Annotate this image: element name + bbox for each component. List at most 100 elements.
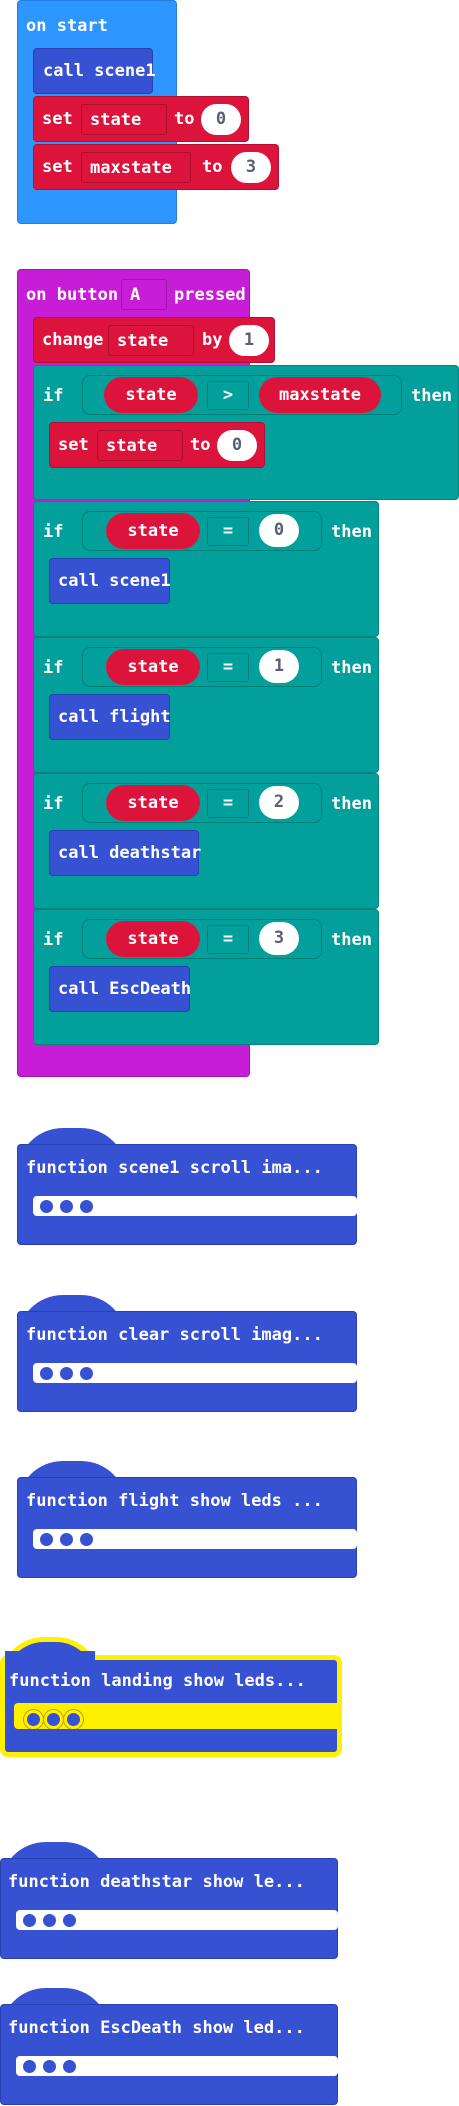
maxstate-value-input[interactable]: 3 [231, 152, 271, 183]
maxstate-variable-reporter[interactable]: maxstate [259, 377, 381, 413]
compare-value-input[interactable]: 1 [259, 650, 299, 683]
set-state-block[interactable]: set state to 0 [33, 96, 249, 142]
ellipsis-dot-icon [40, 1532, 53, 1546]
state-initial-value-input[interactable]: 0 [201, 104, 241, 135]
if-keyword: if [43, 794, 64, 814]
state-reset-value-input[interactable]: 0 [217, 430, 257, 461]
ellipsis-dot-icon [40, 1366, 53, 1380]
collapsed-body-expander[interactable] [16, 2056, 338, 2076]
function-definition-landing[interactable]: function landing show leds... [0, 1637, 342, 1757]
if-body-slot [34, 695, 50, 743]
compare-value-input[interactable]: 2 [259, 786, 299, 819]
ellipsis-dot-icon [63, 2059, 76, 2073]
ellipsis-dot-icon [80, 1532, 93, 1546]
ellipsis-dot-icon [63, 1913, 76, 1927]
set-keyword: set [58, 435, 89, 455]
ellipsis-dot-icon [43, 2059, 56, 2073]
if-block-max-check[interactable]: if state > maxstate then [33, 365, 459, 500]
if-body-slot [34, 967, 50, 1015]
ellipsis-dot-icon [23, 2059, 36, 2073]
equals-operator[interactable]: = [207, 517, 249, 546]
on-button-prefix: on button [26, 285, 119, 305]
equals-operator[interactable]: = [207, 789, 249, 818]
compare-value-input[interactable]: 3 [259, 922, 299, 955]
to-keyword: to [202, 157, 223, 177]
collapsed-body-expander[interactable] [14, 1703, 342, 1729]
ellipsis-dot-icon [43, 1913, 56, 1927]
if-body-slot [34, 423, 50, 471]
function-definition-escdeath[interactable]: function EscDeath show led... [0, 1988, 338, 2105]
if-keyword: if [43, 522, 64, 542]
maxstate-variable-dropdown[interactable]: maxstate [81, 152, 191, 183]
state-variable-reporter[interactable]: state [106, 513, 200, 549]
call-flight-block[interactable]: call flight [49, 694, 171, 740]
if-keyword: if [43, 386, 64, 406]
collapsed-body-expander[interactable] [33, 1529, 357, 1549]
then-keyword: then [411, 386, 452, 406]
set-maxstate-block[interactable]: set maxstate to 3 [33, 144, 279, 190]
function-label: function landing show leds... [9, 1671, 306, 1691]
call-scene1-block[interactable]: call scene1 [49, 558, 171, 604]
change-variable-dropdown[interactable]: state [108, 325, 194, 356]
to-keyword: to [174, 109, 195, 129]
function-definition-flight[interactable]: function flight show leds ... [17, 1461, 357, 1578]
function-block-body [17, 1477, 357, 1578]
function-definition-clear[interactable]: function clear scroll imag... [17, 1295, 357, 1412]
collapsed-body-expander[interactable] [33, 1363, 357, 1383]
if-keyword: if [43, 930, 64, 950]
greater-than-operator[interactable]: > [207, 381, 249, 410]
ellipsis-dot-icon [24, 1709, 43, 1729]
then-keyword: then [331, 658, 372, 678]
function-label: function flight show leds ... [26, 1491, 323, 1511]
ellipsis-dot-icon [40, 1199, 53, 1213]
set-keyword: set [42, 109, 73, 129]
if-keyword: if [43, 658, 64, 678]
by-keyword: by [202, 330, 223, 350]
then-keyword: then [331, 930, 372, 950]
state-variable-dropdown[interactable]: state [97, 430, 183, 461]
equals-operator[interactable]: = [207, 925, 249, 954]
function-definition-deathstar[interactable]: function deathstar show le... [0, 1842, 338, 1959]
call-scene1-label: call scene1 [43, 61, 156, 81]
function-block-body [0, 1858, 338, 1959]
on-start-header: on start [26, 16, 108, 36]
if-block-state-0[interactable]: if state = 0 then [33, 501, 379, 637]
state-variable-label: state [90, 109, 142, 130]
call-deathstar-block[interactable]: call deathstar [49, 830, 201, 876]
change-amount-input[interactable]: 1 [229, 325, 269, 356]
state-variable-reporter[interactable]: state [106, 785, 200, 821]
ellipsis-dot-icon [64, 1709, 83, 1729]
function-definition-scene1[interactable]: function scene1 scroll ima... [17, 1128, 357, 1245]
button-dropdown[interactable]: A [121, 279, 167, 310]
on-button-suffix: pressed [174, 285, 246, 305]
change-keyword: change [42, 330, 104, 350]
collapsed-body-expander[interactable] [16, 1910, 338, 1930]
state-variable-reporter[interactable]: state [104, 377, 198, 413]
state-variable-label: state [106, 435, 158, 456]
function-label: function scene1 scroll ima... [26, 1158, 323, 1178]
body-slot [14, 1729, 337, 1739]
function-label: function EscDeath show led... [8, 2018, 305, 2038]
compare-value-input[interactable]: 0 [259, 514, 299, 547]
state-variable-dropdown[interactable]: state [81, 104, 167, 135]
ellipsis-dot-icon [23, 1913, 36, 1927]
call-flight-label: call flight [58, 707, 171, 727]
ellipsis-dot-icon [60, 1532, 73, 1546]
to-keyword: to [190, 435, 211, 455]
function-block-body [17, 1311, 357, 1412]
call-scene1-block[interactable]: call scene1 [33, 48, 156, 94]
set-state-zero-block[interactable]: set state to 0 [49, 422, 265, 468]
collapsed-body-expander[interactable] [33, 1196, 357, 1216]
state-variable-reporter[interactable]: state [106, 921, 200, 957]
function-block-body [0, 2004, 338, 2105]
change-state-block[interactable]: change state by 1 [33, 317, 275, 363]
equals-operator[interactable]: = [207, 653, 249, 682]
state-variable-reporter[interactable]: state [106, 649, 200, 685]
then-keyword: then [331, 522, 372, 542]
change-variable-label: state [117, 330, 169, 351]
ellipsis-dot-icon [60, 1366, 73, 1380]
call-scene1-label: call scene1 [58, 571, 171, 591]
then-keyword: then [331, 794, 372, 814]
function-label: function deathstar show le... [8, 1872, 305, 1892]
call-escdeath-block[interactable]: call EscDeath [49, 966, 191, 1012]
